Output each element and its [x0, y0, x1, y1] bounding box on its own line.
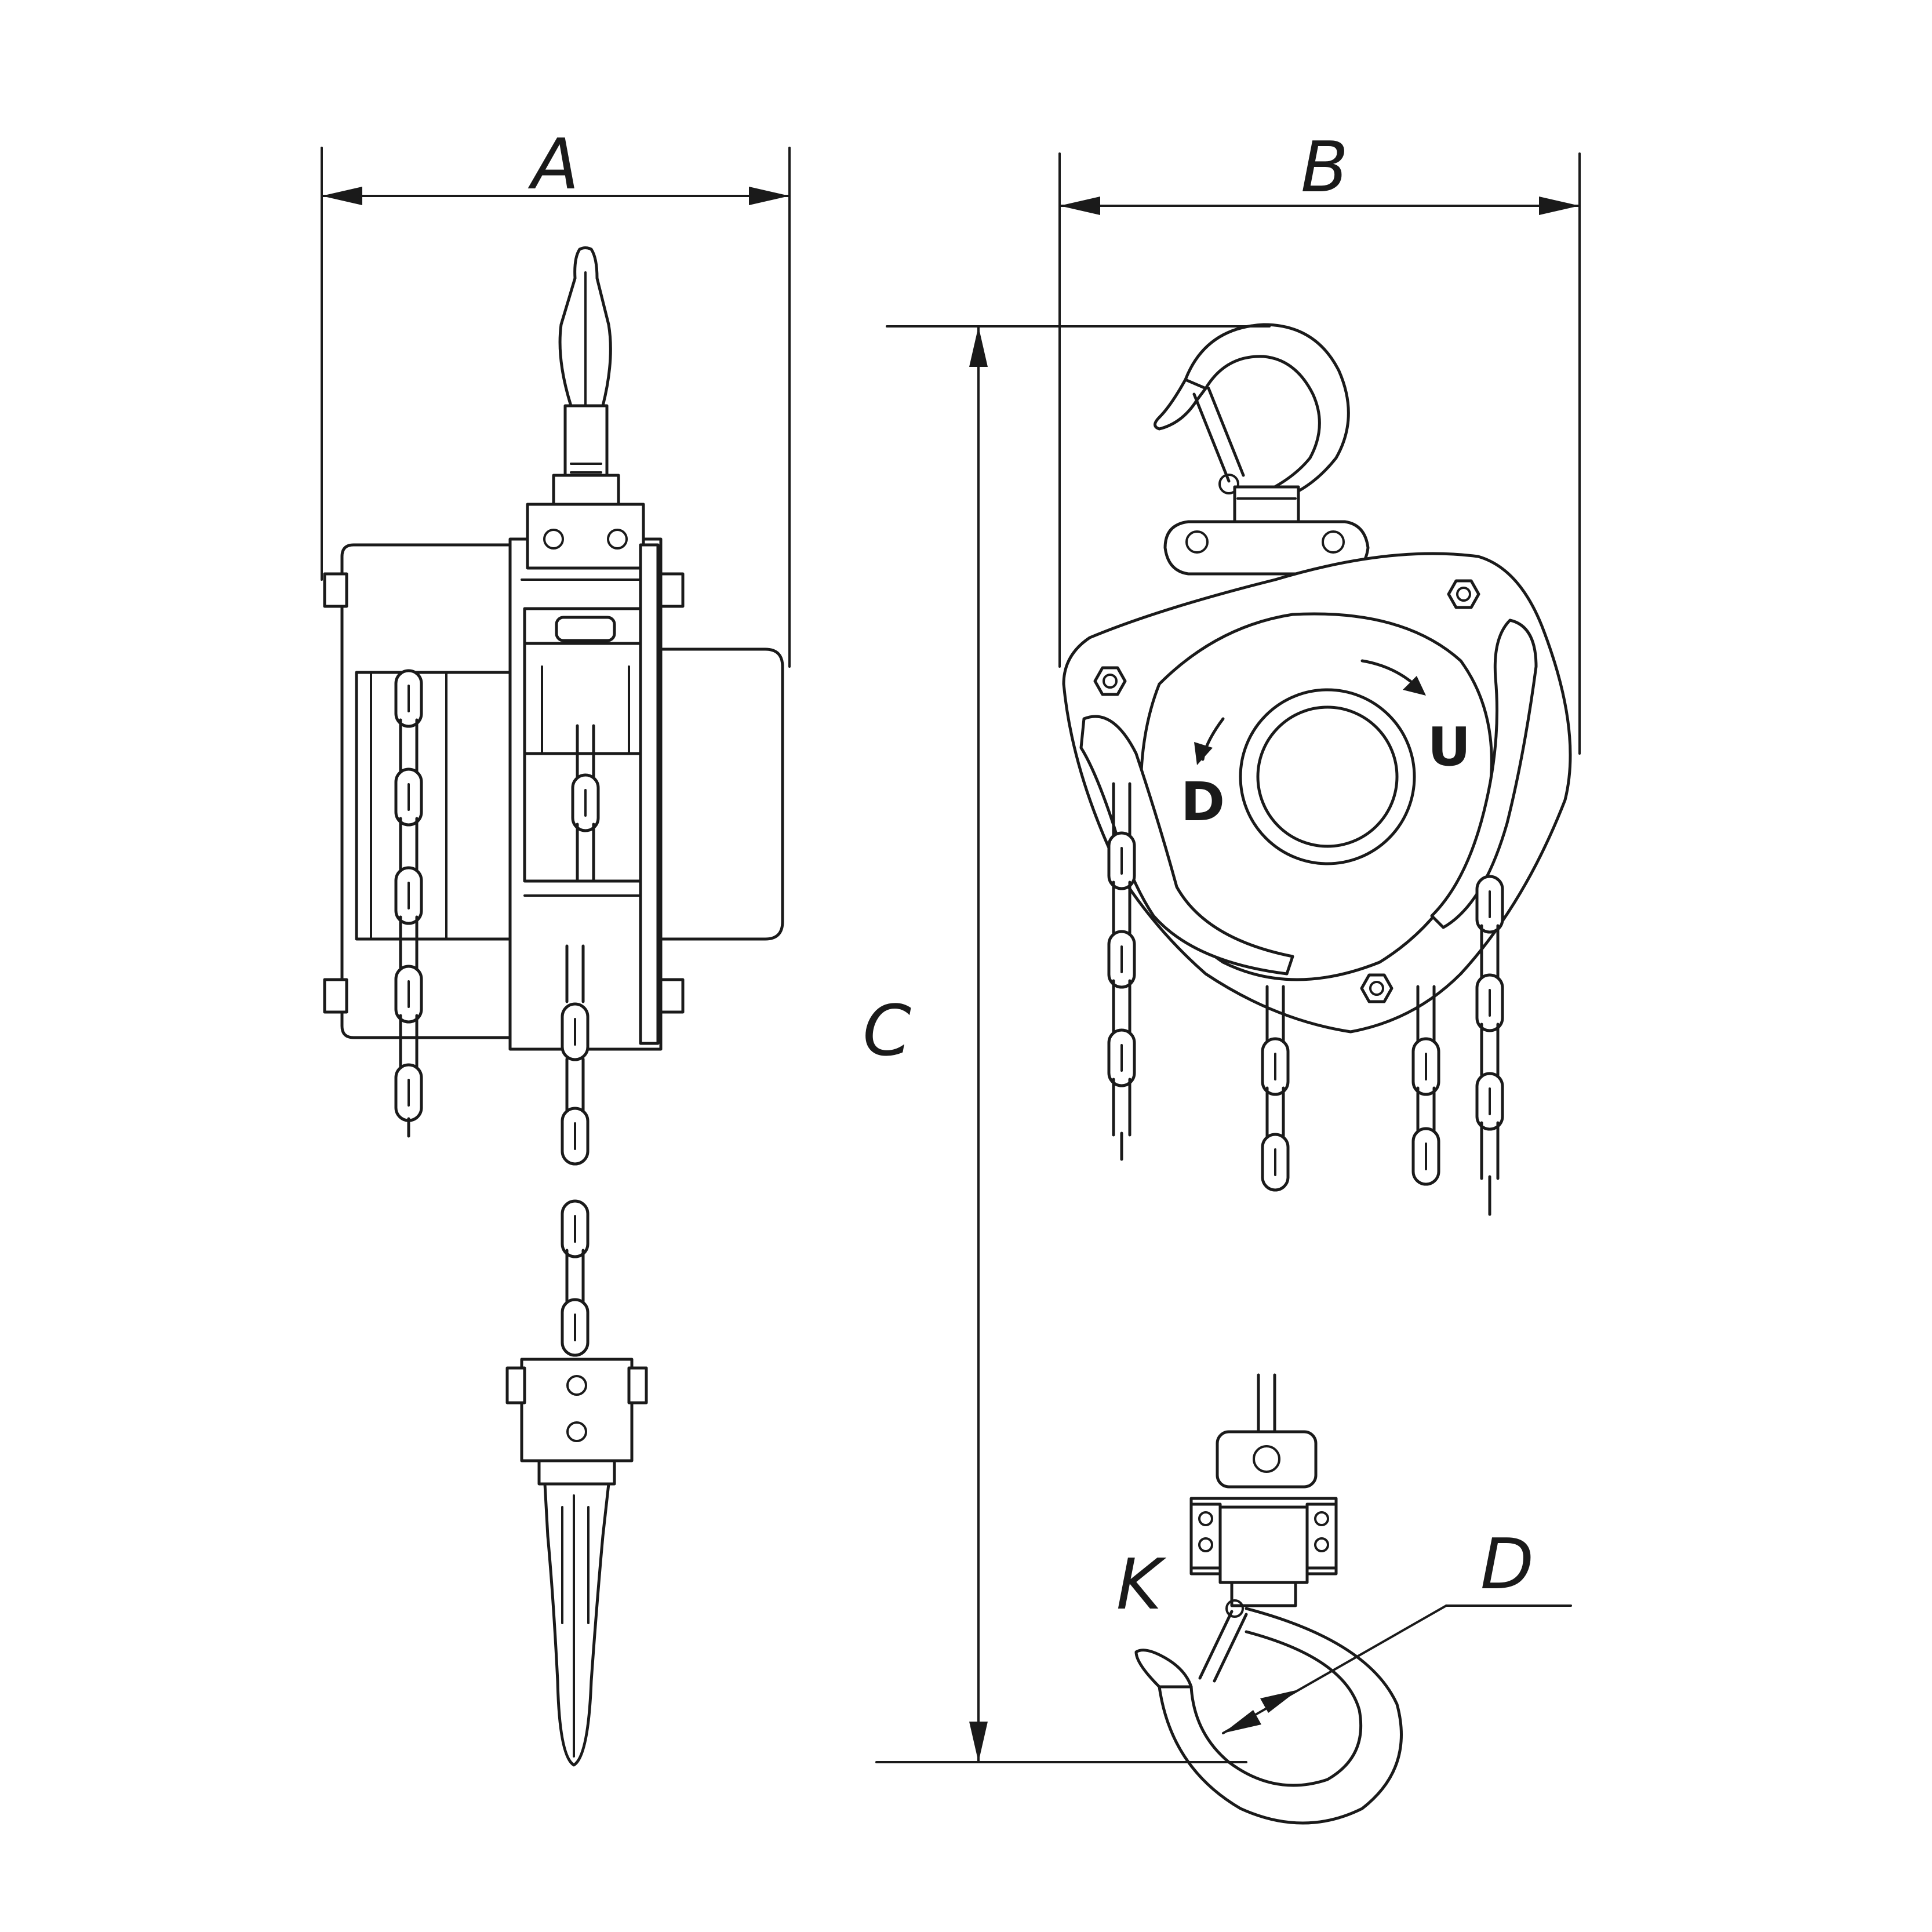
side-bolts — [323, 572, 685, 1014]
direction-label-down: D — [1181, 771, 1225, 833]
dimension-c — [875, 325, 1271, 1763]
direction-label-up: U — [1428, 716, 1471, 778]
front-chain-3 — [1413, 987, 1439, 1184]
front-chain-1 — [1109, 784, 1134, 1161]
dimension-d — [1222, 1604, 1572, 1734]
dimension-label-b: B — [1301, 128, 1348, 208]
side-bottom-block — [505, 1358, 648, 1767]
side-hand-wheel-cover — [653, 647, 784, 941]
side-view — [323, 246, 784, 1767]
dimension-label-d: D — [1480, 1525, 1534, 1605]
dimension-label-a: A — [527, 125, 579, 205]
front-chain-4 — [1477, 876, 1502, 1216]
dimension-a — [321, 147, 791, 668]
front-bottom-block — [1189, 1375, 1338, 1607]
side-top-hook — [552, 246, 620, 506]
dimension-label-k: K — [1116, 1545, 1167, 1625]
side-hand-chain-left — [396, 671, 421, 1138]
front-view: D U — [1062, 323, 1572, 1825]
front-chain-2 — [1262, 987, 1288, 1190]
front-hub-inner — [1256, 705, 1399, 848]
front-bottom-hook — [1134, 1599, 1403, 1825]
dimension-label-c: C — [863, 991, 911, 1072]
side-load-chain — [562, 946, 588, 1355]
dimension-b — [1058, 152, 1581, 755]
front-top-hook — [1154, 323, 1350, 523]
